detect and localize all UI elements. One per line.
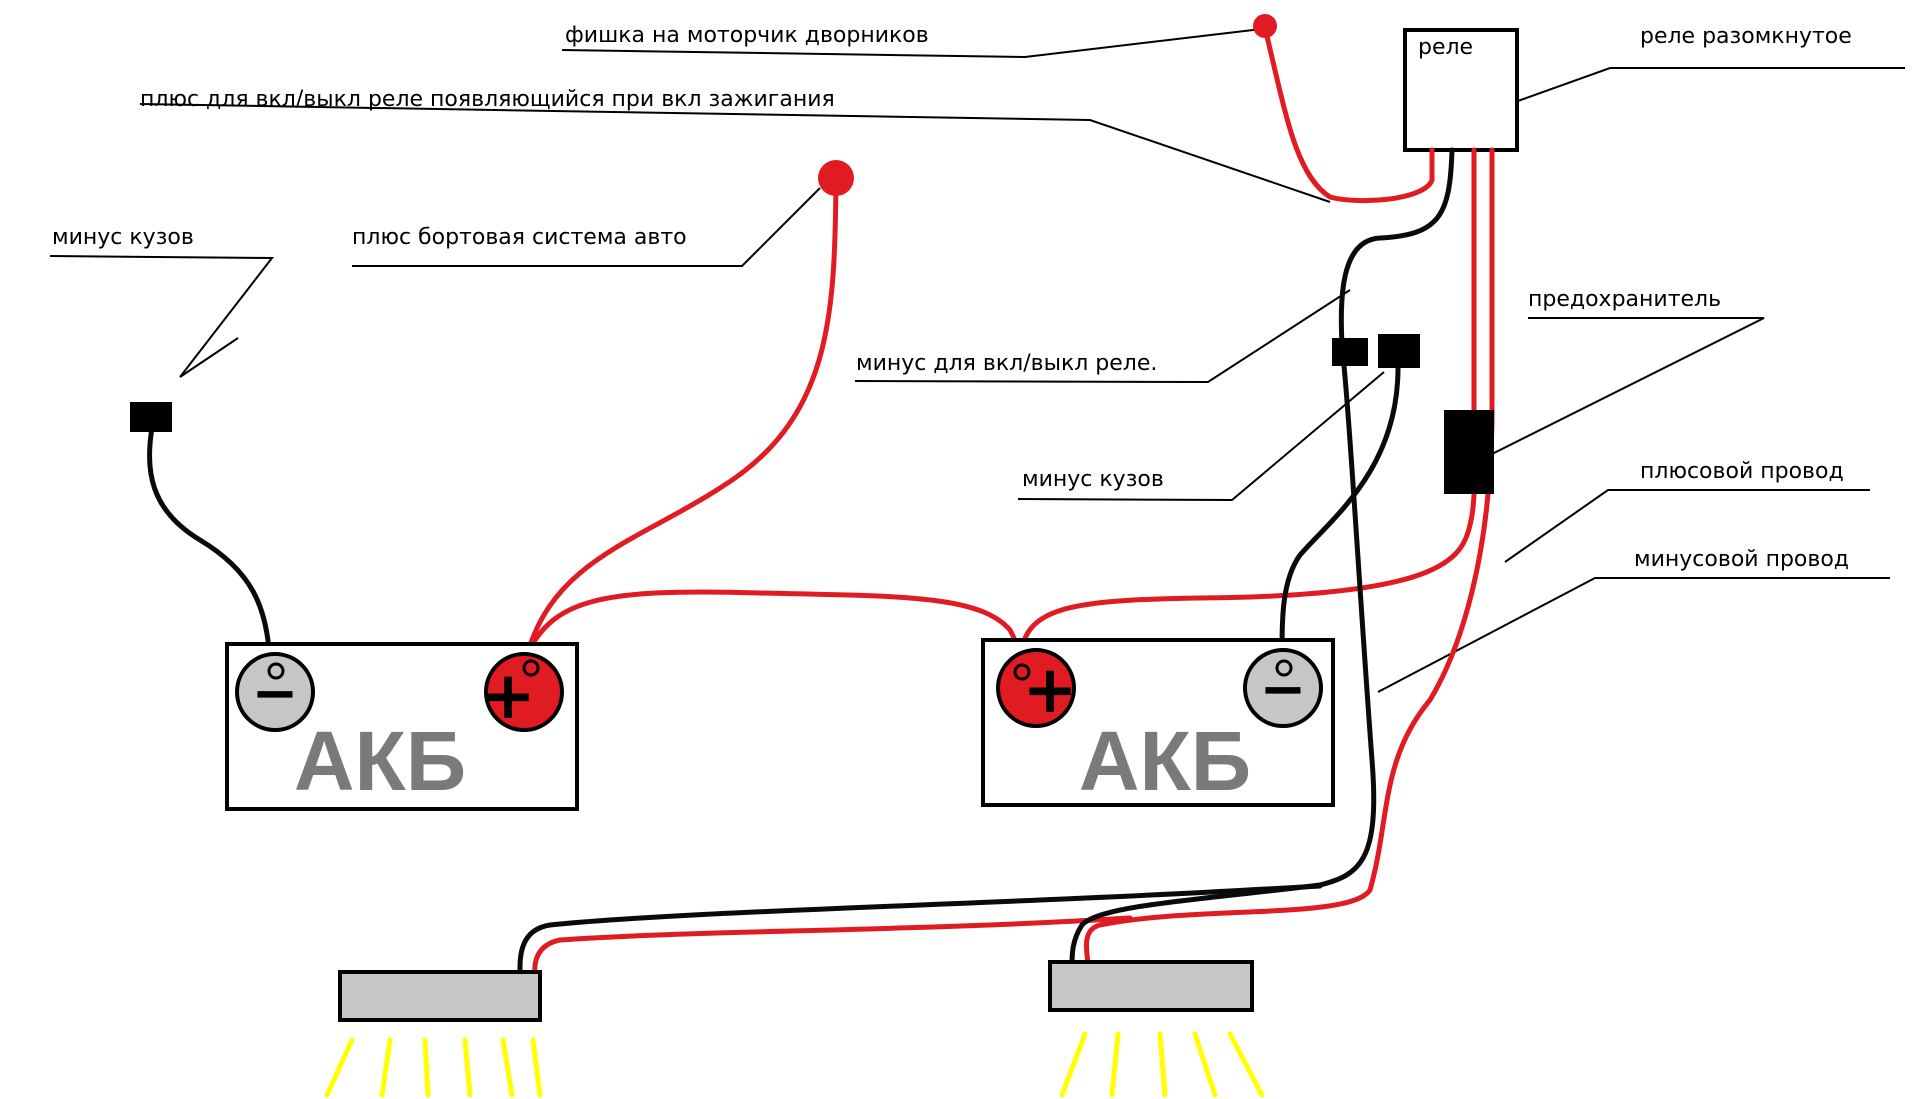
ground-connector-icon: [1332, 338, 1368, 366]
wire-lamp-left-minus: [517, 883, 1323, 978]
wire-relay-minus: [1069, 147, 1455, 968]
wire-onboard-plus: [525, 175, 839, 655]
leader-minus-wire: [1377, 577, 1890, 693]
light-ray: [1192, 1031, 1218, 1098]
battery-right-minus-post: [1275, 659, 1293, 677]
light-rays-icon: [1059, 1031, 1265, 1098]
battery-right-label: АКБ: [1079, 714, 1251, 808]
wire-battery-to-fuse: [1017, 486, 1477, 658]
battery-right: + − АКБ: [981, 638, 1335, 808]
label-minus-wire: минусовой провод: [1634, 547, 1849, 572]
light-ray: [1227, 1031, 1265, 1098]
plus-wires: [525, 25, 1495, 978]
leader-plus-wire: [1504, 489, 1870, 563]
relay-label: реле: [1418, 35, 1473, 60]
ground-connector-icon: [1378, 334, 1420, 368]
battery-left: − + АКБ: [225, 642, 579, 811]
light-ray: [1157, 1031, 1168, 1098]
minus-wires: [147, 147, 1455, 978]
label-minus-body-right: минус кузов: [1022, 467, 1164, 492]
battery-right-minus-symbol: −: [1260, 657, 1307, 722]
leader-minus-body-left-arrow: [179, 337, 239, 378]
leader-plus-onboard: [352, 187, 821, 267]
label-plus-onboard: плюс бортовая система авто: [352, 225, 687, 250]
leader-minus-body-left: [49, 255, 275, 378]
battery-right-plus-post: [1013, 663, 1031, 681]
battery-left-minus-post: [267, 662, 285, 680]
battery-left-minus-terminal: [235, 652, 315, 732]
light-ray: [1109, 1031, 1121, 1098]
leader-minus-body-right: [1017, 371, 1385, 502]
label-leaders: [49, 27, 1905, 693]
battery-left-plus-post: [522, 659, 540, 677]
battery-left-label: АКБ: [294, 714, 466, 808]
wire-relay-to-lamps: [1084, 147, 1495, 968]
battery-right-minus-terminal: [1243, 648, 1323, 728]
battery-left-plus-symbol: +: [480, 657, 535, 734]
battery-right-plus-symbol: +: [1022, 651, 1077, 728]
leader-relay-open: [1514, 67, 1905, 103]
label-minus-body-left: минус кузов: [52, 225, 194, 250]
label-minus-relay: минус для вкл/выкл реле.: [856, 351, 1157, 376]
leader-fuse: [1491, 317, 1765, 455]
wire-battery-link: [525, 589, 1023, 658]
light-ray: [422, 1037, 431, 1098]
fishka-connector-dot: [1253, 14, 1277, 38]
wire-ground-right: [1279, 365, 1401, 653]
fuse-icon: [1444, 410, 1494, 494]
label-fuse: предохранитель: [1528, 287, 1721, 312]
label-plus-ignition: плюс для вкл/выкл реле появляющийся при …: [140, 87, 835, 112]
lamp-icon: [338, 970, 542, 1022]
light-ray: [500, 1037, 515, 1098]
wire-fishka-to-relay: [1262, 25, 1435, 204]
label-plus-wire: плюсовой провод: [1640, 459, 1844, 484]
labels: фишка на моторчик дворников плюс для вкл…: [52, 23, 1852, 572]
label-fishka: фишка на моторчик дворников: [565, 23, 929, 48]
ground-connector-icon: [130, 402, 172, 432]
light-rays-icon: [324, 1037, 543, 1098]
wire-lamp-left-plus: [532, 915, 1133, 978]
onboard-plus-dot: [818, 160, 854, 196]
lamp-icon: [1048, 960, 1254, 1012]
light-ray: [379, 1037, 393, 1098]
battery-left-minus-symbol: −: [252, 661, 299, 726]
light-ray: [530, 1037, 543, 1098]
leader-minus-relay: [854, 289, 1351, 384]
light-ray: [462, 1037, 473, 1098]
leader-plus-ignition: [139, 103, 1331, 203]
light-ray: [324, 1037, 355, 1098]
relay-box-icon: [1403, 28, 1519, 152]
leader-fishka: [561, 27, 1271, 59]
label-relay-open: реле разомкнутое: [1640, 24, 1852, 49]
wire-ground-left: [147, 425, 273, 668]
light-ray: [1059, 1031, 1088, 1098]
battery-left-plus-terminal: [484, 652, 564, 732]
